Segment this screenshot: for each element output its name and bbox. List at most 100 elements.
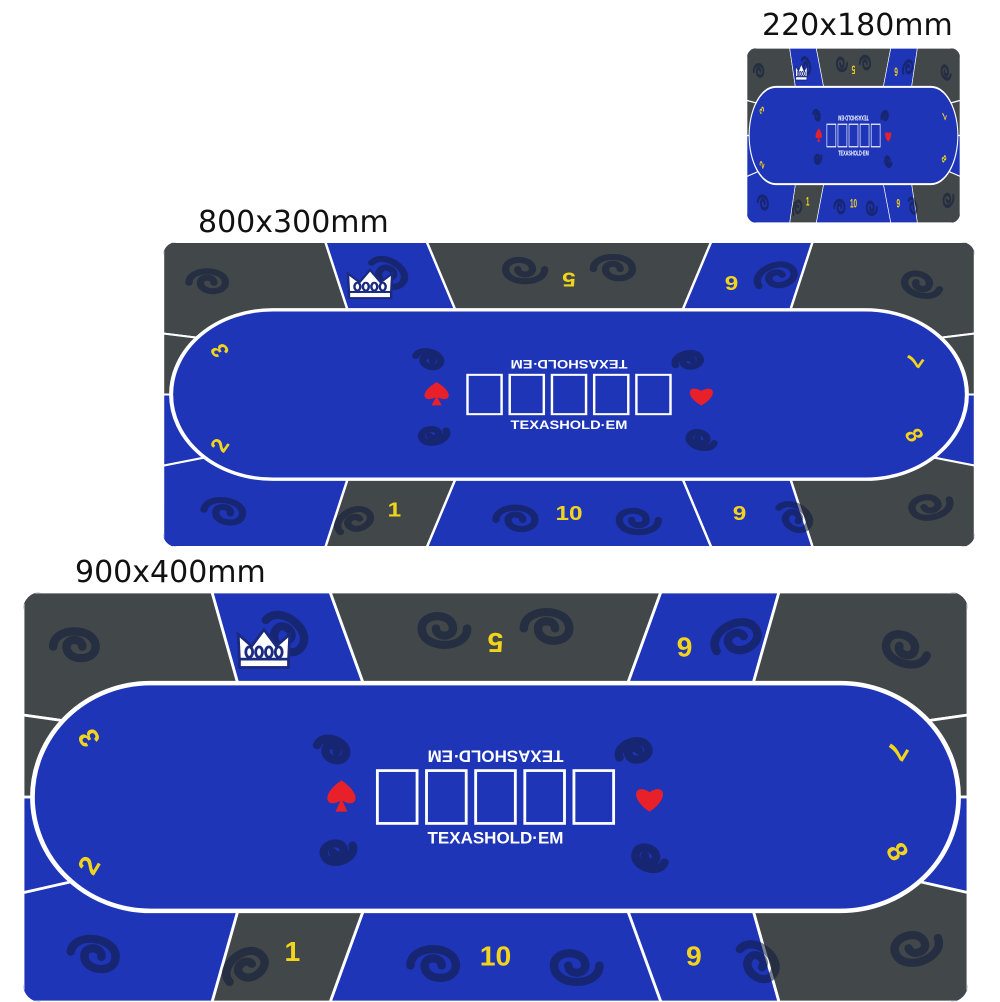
swirl-pattern <box>756 194 769 211</box>
card-slot <box>826 123 837 148</box>
card-slot <box>474 769 517 825</box>
spade-icon <box>327 780 356 812</box>
table-oval <box>30 680 961 914</box>
crown-icon <box>346 268 394 300</box>
size-label-medium: 800x300mm <box>198 205 389 240</box>
seat-number-10: 10 <box>480 941 512 971</box>
swirl-pattern <box>865 200 878 217</box>
swirl-pattern <box>312 734 351 765</box>
center-text-bottom: TEXASHOLD·EM <box>511 418 628 432</box>
seat-number-9: 9 <box>686 941 702 971</box>
seat-number-5: 5 <box>488 627 504 657</box>
swirl-pattern <box>735 940 780 984</box>
swirl-pattern <box>685 428 718 452</box>
card-slot <box>425 769 468 825</box>
swirl-pattern <box>589 254 636 282</box>
seat-number-5: 5 <box>852 63 856 77</box>
swirl-pattern <box>549 949 604 987</box>
swirl-pattern <box>519 607 574 645</box>
swirl-pattern <box>614 737 653 764</box>
seat-number-10: 10 <box>555 502 582 525</box>
swirl-pattern <box>940 64 952 81</box>
crown-icon <box>236 627 292 669</box>
card-slot <box>592 373 630 416</box>
seat-number-1: 1 <box>806 194 810 208</box>
seat-number-3: 3 <box>758 104 766 116</box>
swirl-pattern <box>835 56 849 73</box>
card-slot <box>572 769 616 825</box>
card-slot <box>550 373 588 416</box>
center-text-top: TEXASHOLD·EM <box>428 747 564 766</box>
crown-icon <box>795 63 808 81</box>
card-slot <box>523 769 566 825</box>
swirl-pattern <box>222 946 269 987</box>
swirl-pattern <box>412 348 445 371</box>
center-text-top: TEXASHOLD·EM <box>838 113 869 120</box>
center-text-top: TEXASHOLD·EM <box>511 357 628 371</box>
swirl-pattern <box>185 268 230 295</box>
swirl-pattern <box>812 108 821 122</box>
seat-number-5: 5 <box>562 268 576 291</box>
card-slot <box>837 123 848 148</box>
swirl-pattern <box>406 945 461 982</box>
seat-number-1: 1 <box>284 936 300 966</box>
card-slot <box>859 123 870 148</box>
heart-icon <box>689 388 713 406</box>
swirl-pattern <box>502 256 549 285</box>
seat-number-7: 7 <box>940 110 948 122</box>
swirl-pattern <box>752 63 765 78</box>
swirl-pattern <box>48 627 100 663</box>
swirl-pattern <box>907 196 918 215</box>
swirl-pattern <box>901 59 914 76</box>
seat-number-9: 9 <box>896 196 900 210</box>
swirl-pattern <box>791 199 803 217</box>
size-label-small: 220x180mm <box>762 8 953 43</box>
card-slot <box>870 123 881 148</box>
card-slot <box>635 373 672 416</box>
center-text-bottom: TEXASHOLD·EM <box>428 829 564 848</box>
card-slot <box>375 769 419 825</box>
card-slot <box>508 373 546 416</box>
table-oval <box>748 85 959 186</box>
heart-icon <box>885 132 892 142</box>
seat-number-6: 6 <box>677 632 693 662</box>
table-oval <box>169 308 969 481</box>
card-slot <box>466 373 503 416</box>
swirl-pattern <box>66 934 120 974</box>
seat-number-6: 6 <box>725 271 739 294</box>
swirl-pattern <box>671 349 704 370</box>
swirl-pattern <box>710 618 762 656</box>
seat-number-8: 8 <box>940 152 948 164</box>
size-label-large: 900x400mm <box>75 555 266 590</box>
swirl-pattern <box>334 506 375 536</box>
swirl-pattern <box>492 504 539 533</box>
swirl-pattern <box>813 153 823 165</box>
swirl-pattern <box>615 507 662 535</box>
spade-icon <box>424 382 449 406</box>
seat-number-9: 9 <box>733 502 747 525</box>
swirl-pattern <box>858 54 872 71</box>
seat-number-1: 1 <box>388 498 402 521</box>
swirl-pattern <box>880 109 889 122</box>
seat-number-10: 10 <box>850 196 857 210</box>
swirl-pattern <box>417 426 451 446</box>
heart-icon <box>636 789 663 812</box>
spade-icon <box>815 128 822 142</box>
swirl-pattern <box>631 843 669 874</box>
swirl-pattern <box>753 261 798 290</box>
swirl-pattern <box>942 192 955 208</box>
card-slot <box>848 123 859 148</box>
swirl-pattern <box>908 494 954 521</box>
swirl-pattern <box>200 497 247 526</box>
swirl-pattern <box>884 155 893 168</box>
seat-number-2: 2 <box>758 158 766 170</box>
swirl-pattern <box>890 930 944 967</box>
swirl-pattern <box>901 270 944 300</box>
swirl-pattern <box>833 198 846 215</box>
